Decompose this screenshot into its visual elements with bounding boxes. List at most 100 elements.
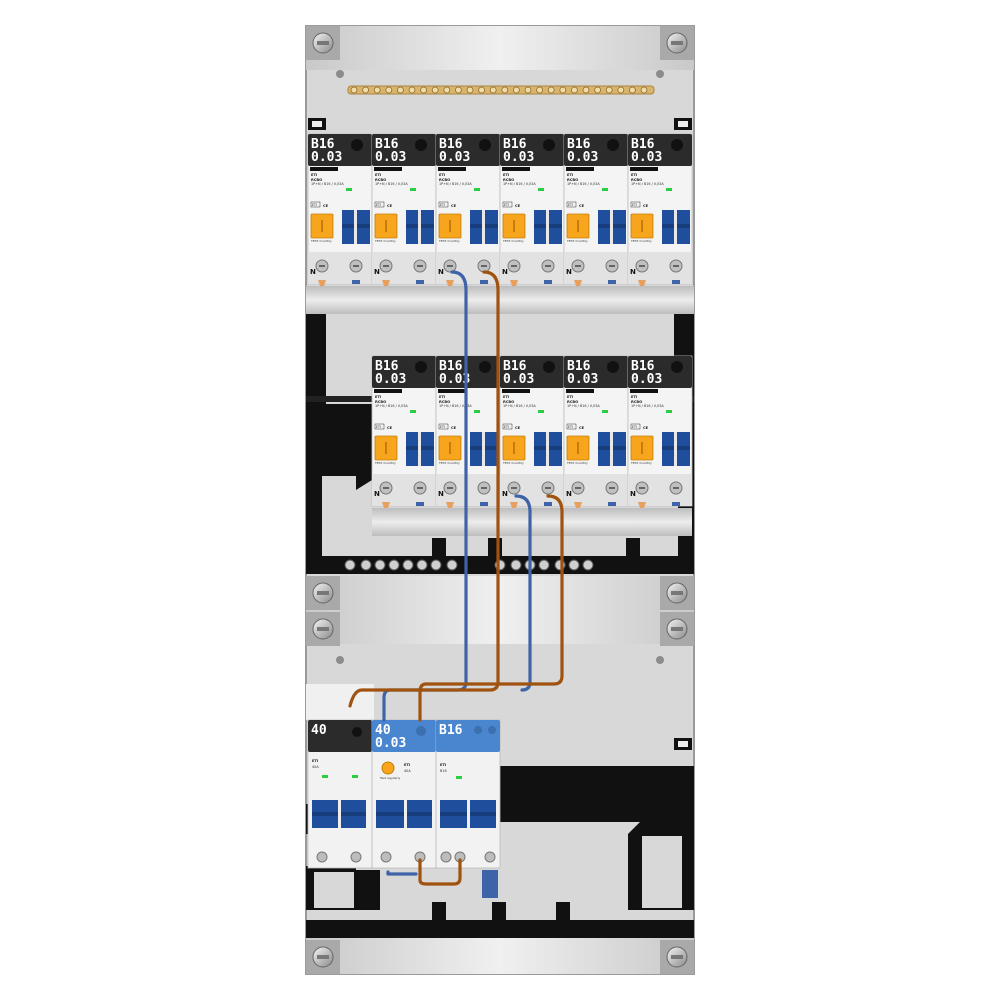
- test-text: TEST monthly: [438, 239, 460, 243]
- spec-text: 1P+N / B16 / 0,03A: [439, 182, 472, 186]
- neutral-marker: N: [438, 268, 444, 276]
- wire-stub-blue: [544, 502, 552, 506]
- corner-mount-mid-right: [660, 576, 694, 646]
- brand-strip: [438, 167, 466, 171]
- row2-cover-strip: [372, 508, 692, 536]
- breaker-toggle[interactable]: [406, 432, 434, 466]
- indicator-light: [410, 188, 416, 191]
- breaker-toggle[interactable]: [406, 210, 434, 244]
- neutral-marker: N: [374, 490, 380, 498]
- wire-stub-blue: [416, 502, 424, 506]
- indicator-light: [538, 410, 544, 413]
- corner-mount-top-right: [660, 26, 694, 60]
- brand-strip: [630, 389, 658, 393]
- row3-neutral-bar: [306, 920, 694, 938]
- model-text: RCBO: [567, 178, 578, 182]
- wire-stub-blue: [352, 280, 360, 284]
- spec-text: 1P+N / B16 / 0,03A: [567, 182, 600, 186]
- main-switch[interactable]: 40 ETI 40A: [307, 719, 373, 869]
- wire-brown-2: [418, 494, 564, 722]
- main-switch-rating: 40: [311, 723, 327, 738]
- neutral-terminal-screws: [344, 559, 594, 571]
- rating-text: B16: [631, 137, 655, 152]
- breaker-toggle[interactable]: [342, 210, 370, 244]
- screw-icon: [408, 86, 416, 94]
- model-text: RCBO: [503, 400, 514, 404]
- top-cover: [306, 26, 694, 70]
- mcb-line2: B16: [440, 769, 447, 773]
- screw-icon: [431, 86, 439, 94]
- model-text: RCBO: [375, 400, 386, 404]
- indicator-light: [666, 410, 672, 413]
- test-text: TEST monthly: [566, 239, 588, 243]
- ce-mark-icon: CE: [515, 204, 521, 208]
- neutral-marker: N: [566, 490, 572, 498]
- sensitivity-text: 0.03: [631, 150, 662, 165]
- screw-icon: [582, 559, 594, 571]
- breaker-toggle[interactable]: [470, 432, 498, 466]
- ce-mark-icon: CE: [515, 426, 521, 430]
- model-text: RCBO: [503, 178, 514, 182]
- wire-brown-1: [348, 270, 500, 708]
- rcd-line2: 40A: [404, 769, 411, 773]
- row1-cover-strip: [306, 286, 694, 314]
- indicator-light: [602, 188, 608, 191]
- test-text: TEST monthly: [374, 461, 396, 465]
- breaker-toggle[interactable]: [534, 210, 562, 244]
- sensitivity-text: 0.03: [503, 372, 534, 387]
- breaker-toggle[interactable]: [662, 210, 690, 244]
- wire-blue-2: [514, 494, 532, 692]
- terminal-screw: [350, 851, 362, 863]
- mcb-b16[interactable]: B16 ETI B16: [435, 719, 501, 898]
- mcb-line1: ETI: [440, 763, 446, 767]
- screw-icon: [629, 86, 636, 94]
- screw-icon: [538, 559, 550, 571]
- spec-text: 1P+N / B16 / 0,03A: [375, 182, 408, 186]
- neutral-marker: N: [438, 490, 444, 498]
- wire-stub-blue: [608, 502, 616, 506]
- brand-text: ETI: [439, 395, 445, 399]
- rcd-main[interactable]: 40 0.03 Test regularly ETI 40A: [371, 719, 437, 869]
- model-text: RCBO: [631, 400, 642, 404]
- category-text: ETI: [440, 425, 445, 429]
- breaker-toggle[interactable]: [662, 432, 690, 466]
- test-text: TEST monthly: [630, 461, 652, 465]
- screw-icon: [617, 86, 625, 94]
- breaker-toggle[interactable]: [470, 210, 498, 244]
- rating-text: B16: [375, 137, 399, 152]
- category-text: ETI: [376, 425, 381, 429]
- screw-icon: [373, 86, 381, 94]
- middle-cover: [306, 576, 694, 644]
- corner-mount-top-left: [306, 26, 340, 60]
- breaker-toggle[interactable]: [598, 432, 626, 466]
- breaker-toggle[interactable]: [534, 432, 562, 466]
- wire-stub-blue: [608, 280, 616, 284]
- ce-mark-icon: CE: [643, 204, 649, 208]
- wire-stub-brown: [574, 502, 582, 508]
- spec-text: 1P+N / B16 / 0,03A: [567, 404, 600, 408]
- rcd-test-button[interactable]: [381, 761, 395, 775]
- brand-text: ETI: [631, 173, 637, 177]
- rating-text: B16: [503, 359, 527, 374]
- ce-mark-icon: CE: [451, 426, 457, 430]
- breaker-toggle[interactable]: [598, 210, 626, 244]
- sensitivity-text: 0.03: [375, 372, 406, 387]
- ce-mark-icon: CE: [323, 204, 329, 208]
- screw-icon: [350, 86, 358, 94]
- screw-icon: [510, 559, 522, 571]
- screw-icon: [536, 86, 543, 94]
- screw-icon: [489, 86, 497, 94]
- category-text: ETI: [440, 203, 445, 207]
